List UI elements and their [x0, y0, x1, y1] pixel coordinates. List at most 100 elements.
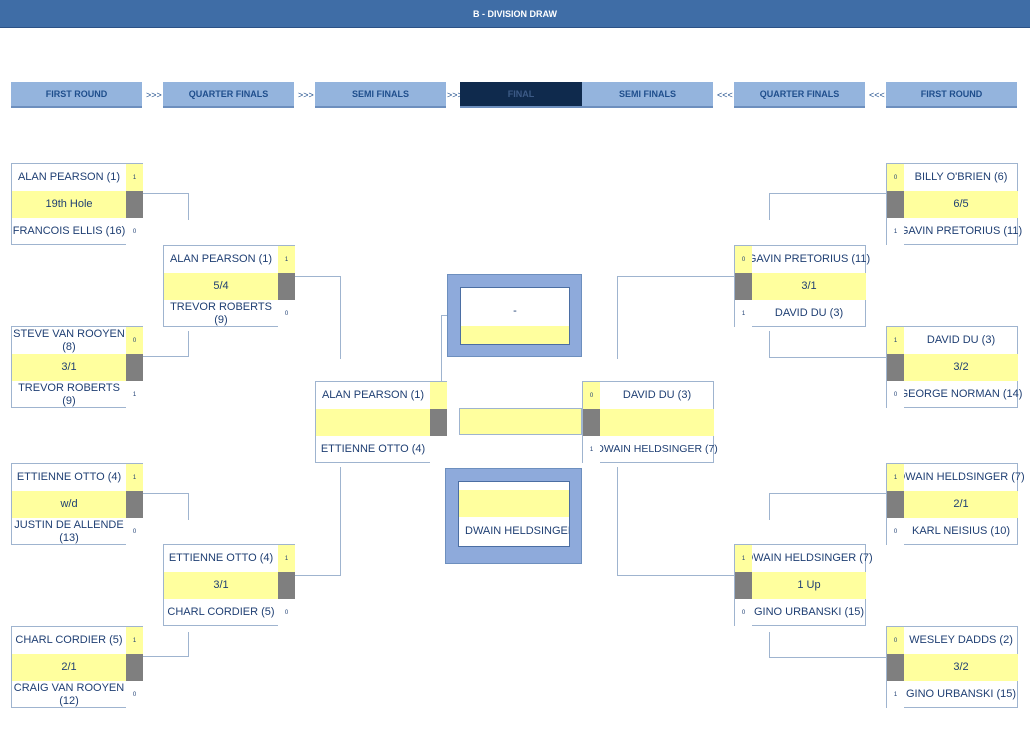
score-cell: 0 — [126, 218, 143, 245]
round-header-semi-left: SEMI FINALS — [315, 82, 446, 108]
score-divider — [126, 191, 143, 218]
score-cell: 0 — [583, 382, 600, 409]
match-left-r1-3: ETTIENNE OTTO (4) w/d JUSTIN DE ALLENDE … — [11, 463, 143, 545]
match-result — [600, 409, 714, 436]
score-cell — [430, 382, 447, 409]
round-header-first-right: FIRST ROUND — [886, 82, 1017, 108]
match-result: 3/2 — [904, 654, 1018, 681]
match-right-qf-1: GAVIN PRETORIUS (11) 3/1 DAVID DU (3) 0 … — [734, 245, 871, 327]
match-result: 2/1 — [12, 654, 126, 681]
score-divider — [887, 191, 904, 218]
player-name: GEORGE NORMAN (14) — [899, 388, 1023, 400]
score-cell: 0 — [278, 300, 295, 327]
score-cell: 1 — [887, 681, 904, 708]
score-cell: 1 — [887, 327, 904, 354]
player-name: DWAIN HELDSINGER (7) — [897, 471, 1025, 483]
match-result: 1 Up — [752, 572, 866, 599]
match-result: w/d — [12, 491, 126, 518]
final-top-card: - — [460, 287, 570, 345]
score-divider — [887, 354, 904, 381]
player-name: ETTIENNE OTTO (4) — [320, 443, 426, 455]
player-name: CHARL CORDIER (5) — [15, 634, 123, 646]
score-cell: 0 — [887, 381, 904, 408]
score-cell: 0 — [126, 681, 143, 708]
round-arrow: >>> — [298, 90, 314, 100]
match-result — [316, 409, 430, 436]
score-cell: 0 — [735, 599, 752, 626]
round-arrow: >>> — [146, 90, 162, 100]
player-name: CRAIG VAN ROOYEN (12) — [13, 681, 125, 707]
match-result: 6/5 — [904, 191, 1018, 218]
round-header-final: FINAL — [460, 82, 582, 108]
player-name: GAVIN PRETORIUS (11) — [747, 253, 871, 265]
round-header-semi-right: SEMI FINALS — [582, 82, 713, 108]
round-header-quarter-right: QUARTER FINALS — [734, 82, 865, 108]
match-right-sf: DAVID DU (3) DWAIN HELDSINGER (7) 0 1 — [582, 381, 718, 463]
score-cell: 1 — [126, 627, 143, 654]
final-winner-card: DWAIN HELDSINGER ( — [458, 481, 570, 547]
score-divider — [887, 654, 904, 681]
player-name: WESLEY DADDS (2) — [909, 634, 1013, 646]
round-arrow: <<< — [717, 90, 733, 100]
player-name: ALAN PEARSON (1) — [321, 389, 425, 401]
score-divider — [278, 572, 295, 599]
score-divider — [278, 273, 295, 300]
score-divider — [887, 491, 904, 518]
player-name: DAVID DU (3) — [622, 389, 692, 401]
player-name: GAVIN PRETORIUS (11) — [899, 225, 1023, 237]
score-divider — [430, 409, 447, 436]
final-result-cell — [459, 408, 582, 435]
final-winner-frame: DWAIN HELDSINGER ( — [445, 468, 582, 564]
match-result: 5/4 — [164, 273, 278, 300]
score-divider — [583, 409, 600, 436]
match-result: 19th Hole — [12, 191, 126, 218]
score-cell: 1 — [887, 218, 904, 245]
player-name: GINO URBANSKI (15) — [753, 606, 865, 618]
player-name: ALAN PEARSON (1) — [17, 171, 121, 183]
final-top-text: - — [513, 304, 517, 317]
match-result: 3/2 — [904, 354, 1018, 381]
match-right-r1-3: DWAIN HELDSINGER (7) 2/1 KARL NEISIUS (1… — [886, 463, 1025, 545]
match-result: 3/1 — [12, 354, 126, 381]
final-top-frame: - — [447, 274, 582, 357]
player-name: DWAIN HELDSINGER (7) — [596, 443, 718, 455]
player-name: DAVID DU (3) — [774, 307, 844, 319]
final-winner-highlight — [459, 490, 569, 517]
score-divider — [126, 354, 143, 381]
score-cell: 0 — [887, 627, 904, 654]
score-divider — [126, 654, 143, 681]
player-name: TREVOR ROBERTS (9) — [170, 300, 272, 326]
score-divider — [735, 572, 752, 599]
player-name: CHARL CORDIER (5) — [167, 606, 275, 618]
score-cell: 0 — [887, 518, 904, 545]
score-cell: 1 — [126, 381, 143, 408]
player-name: DAVID DU (3) — [926, 334, 996, 346]
match-result: 2/1 — [904, 491, 1018, 518]
round-arrow: <<< — [869, 90, 885, 100]
final-top-highlight — [461, 326, 569, 344]
score-cell — [430, 436, 447, 463]
player-name: KARL NEISIUS (10) — [911, 525, 1010, 537]
score-cell: 0 — [887, 164, 904, 191]
score-cell: 1 — [278, 246, 295, 273]
round-arrow: >>> — [447, 90, 463, 100]
player-name: ETTIENNE OTTO (4) — [16, 471, 122, 483]
score-cell: 1 — [735, 545, 752, 572]
player-name: STEVE VAN ROOYEN (8) — [13, 327, 125, 353]
match-left-qf-1: ALAN PEARSON (1) 5/4 TREVOR ROBERTS (9) … — [163, 245, 295, 327]
match-right-r1-1: BILLY O'BRIEN (6) 6/5 GAVIN PRETORIUS (1… — [886, 163, 1023, 245]
player-name: TREVOR ROBERTS (9) — [18, 381, 120, 407]
score-cell: 0 — [278, 599, 295, 626]
match-left-sf: ALAN PEARSON (1) ETTIENNE OTTO (4) — [315, 381, 447, 463]
score-cell: 0 — [126, 327, 143, 354]
score-cell: 1 — [278, 545, 295, 572]
match-result: 3/1 — [164, 572, 278, 599]
match-left-r1-2: STEVE VAN ROOYEN (8) 3/1 TREVOR ROBERTS … — [11, 326, 143, 408]
score-cell: 1 — [735, 300, 752, 327]
player-name: GINO URBANSKI (15) — [905, 688, 1017, 700]
match-left-r1-1: ALAN PEARSON (1) 19th Hole FRANCOIS ELLI… — [11, 163, 143, 245]
match-result: 3/1 — [752, 273, 866, 300]
score-cell: 0 — [735, 246, 752, 273]
final-winner-name: DWAIN HELDSINGER ( — [465, 525, 570, 537]
player-name: DWAIN HELDSINGER (7) — [745, 552, 873, 564]
